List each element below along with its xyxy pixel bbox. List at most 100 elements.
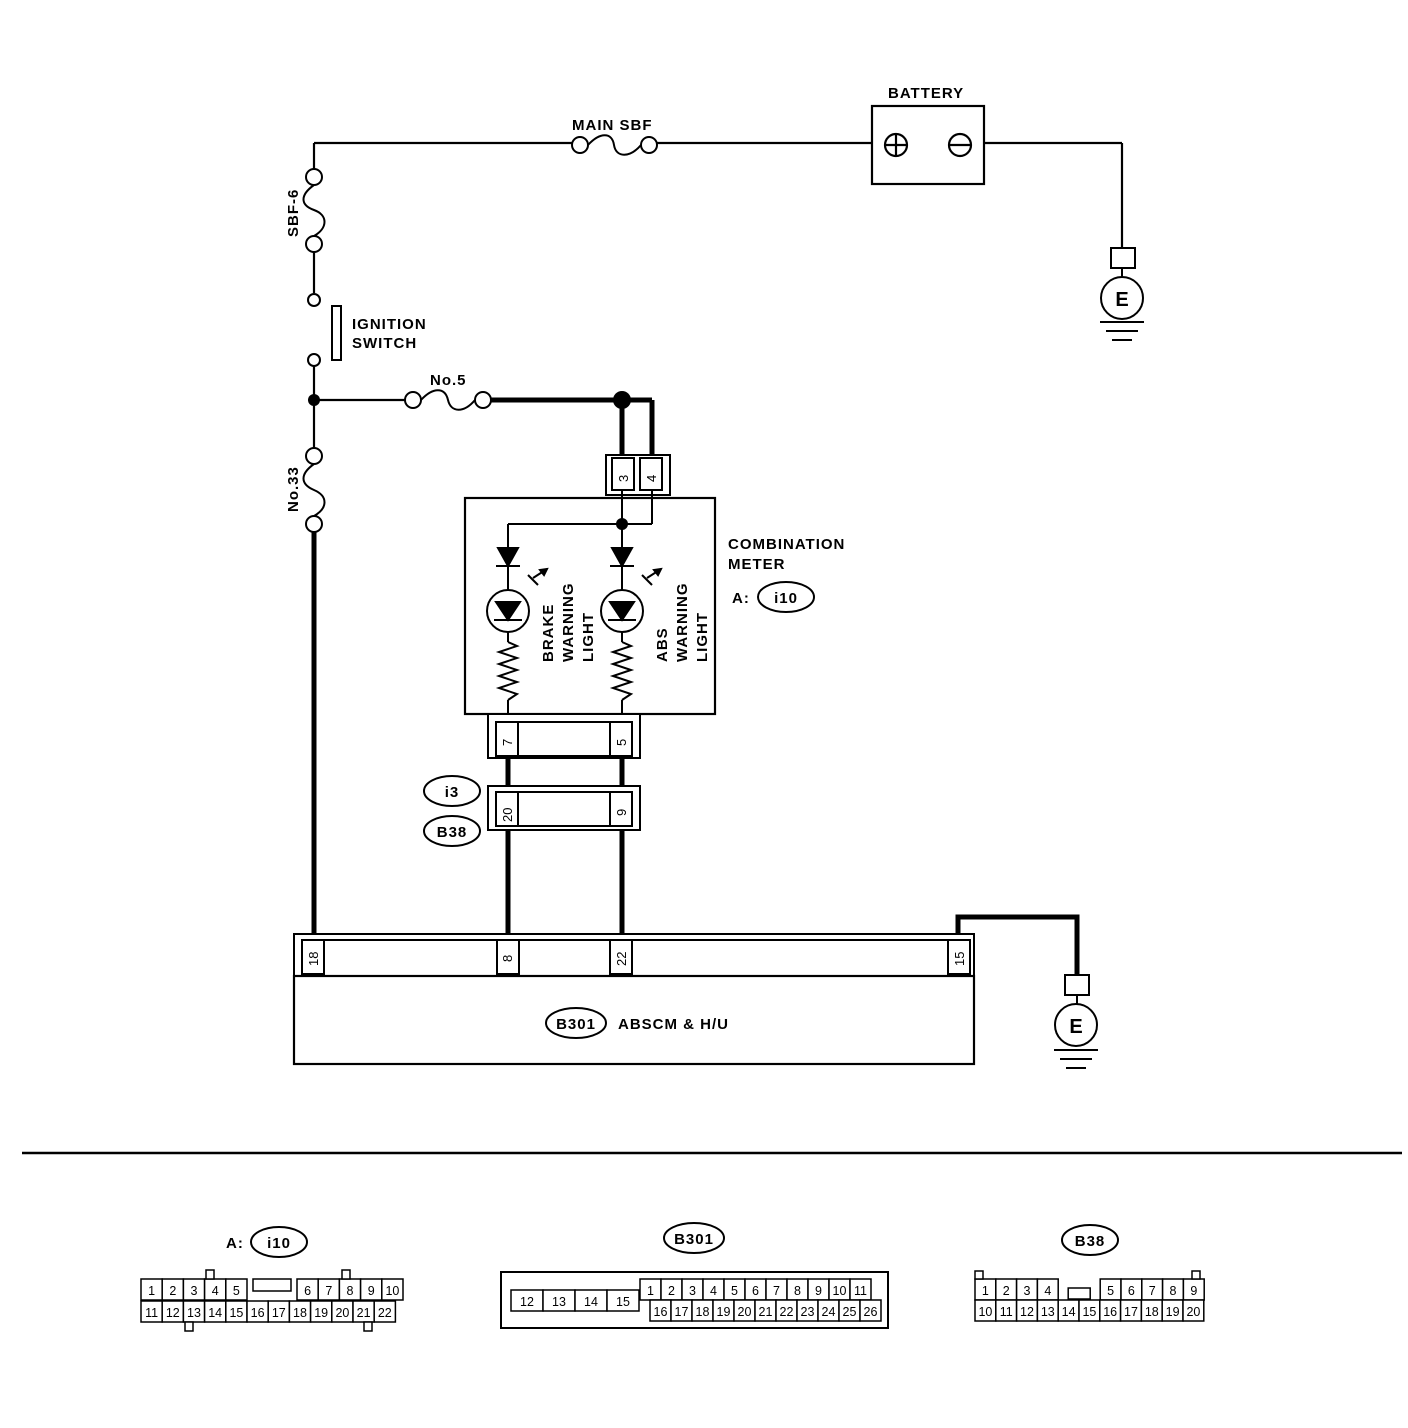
no33-fuse <box>302 447 326 533</box>
abscm-box <box>292 974 976 1066</box>
i10-pin-label: 18 <box>293 1306 307 1320</box>
i10-pin-label: 13 <box>187 1306 201 1320</box>
i10-latch-bottom-left <box>184 1321 194 1332</box>
i10-latch-top-right <box>341 1269 351 1280</box>
i10-pin-label: 5 <box>233 1284 240 1298</box>
i10-key <box>252 1278 292 1292</box>
ignition-label-line2: SWITCH <box>352 335 417 352</box>
ground-symbol-abscm <box>1054 974 1098 1069</box>
b38-pin-label: 14 <box>1062 1305 1076 1319</box>
no5-label: No.5 <box>430 372 467 389</box>
abs-label-line1: ABS <box>654 627 671 662</box>
b38-pin-label: 7 <box>1149 1284 1156 1298</box>
b38-pin-label: 16 <box>1103 1305 1117 1319</box>
i10-face-prefix: A: <box>226 1235 244 1252</box>
b301-face-badge <box>663 1222 725 1254</box>
b38-pin-label: 1 <box>982 1284 989 1298</box>
b38-pin-label: 18 <box>1145 1305 1159 1319</box>
meter-pin-7: 7 <box>500 739 515 746</box>
abscm-connector-badge <box>545 1007 607 1039</box>
b301-pin-label: 5 <box>731 1284 738 1298</box>
b301-big-pin-label: 14 <box>584 1295 598 1309</box>
brake-label-line1: BRAKE <box>540 604 557 662</box>
b38-pin-label: 13 <box>1041 1305 1055 1319</box>
b301-pin-label: 11 <box>854 1284 867 1298</box>
main-sbf-fuse <box>571 134 658 156</box>
i10-pin-label: 14 <box>208 1306 222 1320</box>
ignition-switch <box>307 293 342 367</box>
brake-label-line3: LIGHT <box>580 612 597 662</box>
i10-pin-label: 10 <box>385 1284 399 1298</box>
i3-pin-20: 20 <box>500 808 515 822</box>
i10-face-badge <box>250 1226 308 1258</box>
abscm-pin-15: 15 <box>952 952 967 966</box>
b38-key <box>1067 1287 1091 1300</box>
sbf6-label: SBF-6 <box>285 189 302 237</box>
b38-latch-left <box>974 1270 984 1280</box>
meter-pin-3: 3 <box>616 475 631 482</box>
b38-pin-label: 6 <box>1128 1284 1135 1298</box>
b38-pin-label: 19 <box>1166 1305 1180 1319</box>
i10-cell <box>225 1278 248 1301</box>
b301-pin-label: 21 <box>759 1305 773 1319</box>
ground-label-battery: E <box>1115 289 1128 311</box>
brake-resistor <box>495 641 521 701</box>
b301-pin-label: 2 <box>668 1284 675 1298</box>
b301-pin-label: 6 <box>752 1284 759 1298</box>
i10-cell <box>381 1278 404 1301</box>
abscm-pin-18: 18 <box>306 952 321 966</box>
b38-badge <box>423 815 481 847</box>
b38-face-id: B38 <box>1075 1233 1106 1250</box>
i10-latch-bottom-right <box>363 1321 373 1332</box>
i3-badge <box>423 775 481 807</box>
main-sbf-label: MAIN SBF <box>572 117 653 134</box>
b301-pin-label: 19 <box>717 1305 731 1319</box>
b38-pin-label: 8 <box>1170 1284 1177 1298</box>
b38-pin-label: 12 <box>1020 1305 1034 1319</box>
meter-connector-top <box>605 454 671 496</box>
i10-pin-label: 21 <box>357 1306 371 1320</box>
b38-pin-label: 15 <box>1082 1305 1096 1319</box>
ground-label-abscm: E <box>1069 1016 1082 1038</box>
b38-pin-label: 10 <box>978 1305 992 1319</box>
ignition-label-line1: IGNITION <box>352 316 427 333</box>
i10-pin-label: 2 <box>169 1284 176 1298</box>
b301-cell <box>859 1299 882 1322</box>
b301-pin-label: 1 <box>647 1284 654 1298</box>
b301-pin-label: 3 <box>689 1284 696 1298</box>
meter-pin-4: 4 <box>644 475 659 482</box>
abscm-connector-id: B301 <box>556 1016 596 1033</box>
abscm-pin-8: 8 <box>500 955 515 962</box>
b301-pin-label: 8 <box>794 1284 801 1298</box>
abs-label-line3: LIGHT <box>694 612 711 662</box>
b38-pin-label: 20 <box>1186 1305 1200 1319</box>
b301-pin-label: 10 <box>833 1284 847 1298</box>
meter-connector-badge <box>757 581 815 613</box>
meter-title-line2: METER <box>728 556 786 573</box>
b301-pin-label: 26 <box>864 1305 878 1319</box>
no5-output-wire <box>491 397 655 458</box>
i10-pin-label: 6 <box>304 1284 311 1298</box>
i10-pin-label: 9 <box>368 1284 375 1298</box>
b301-pin-label: 22 <box>780 1305 794 1319</box>
i10-pin-label: 22 <box>378 1306 392 1320</box>
abs-warning-lamp <box>600 567 663 633</box>
abscm-connector-strip <box>293 933 975 977</box>
i10-pin-label: 16 <box>251 1306 265 1320</box>
junction-dot <box>308 394 320 406</box>
i3-to-abscm-wires <box>505 830 1080 975</box>
abs-diode <box>610 547 634 569</box>
b301-big-pin-label: 15 <box>616 1295 630 1309</box>
brake-label-line2: WARNING <box>560 583 577 663</box>
b38-pin-label: 4 <box>1044 1284 1051 1298</box>
i10-pin-label: 1 <box>148 1284 155 1298</box>
i10-pin-label: 15 <box>229 1306 243 1320</box>
b38-cell <box>1182 1299 1205 1322</box>
b301-pin-label: 18 <box>696 1305 710 1319</box>
brake-diode <box>496 547 520 569</box>
b301-big-pin-label: 13 <box>552 1295 566 1309</box>
abs-label-line2: WARNING <box>674 583 691 663</box>
